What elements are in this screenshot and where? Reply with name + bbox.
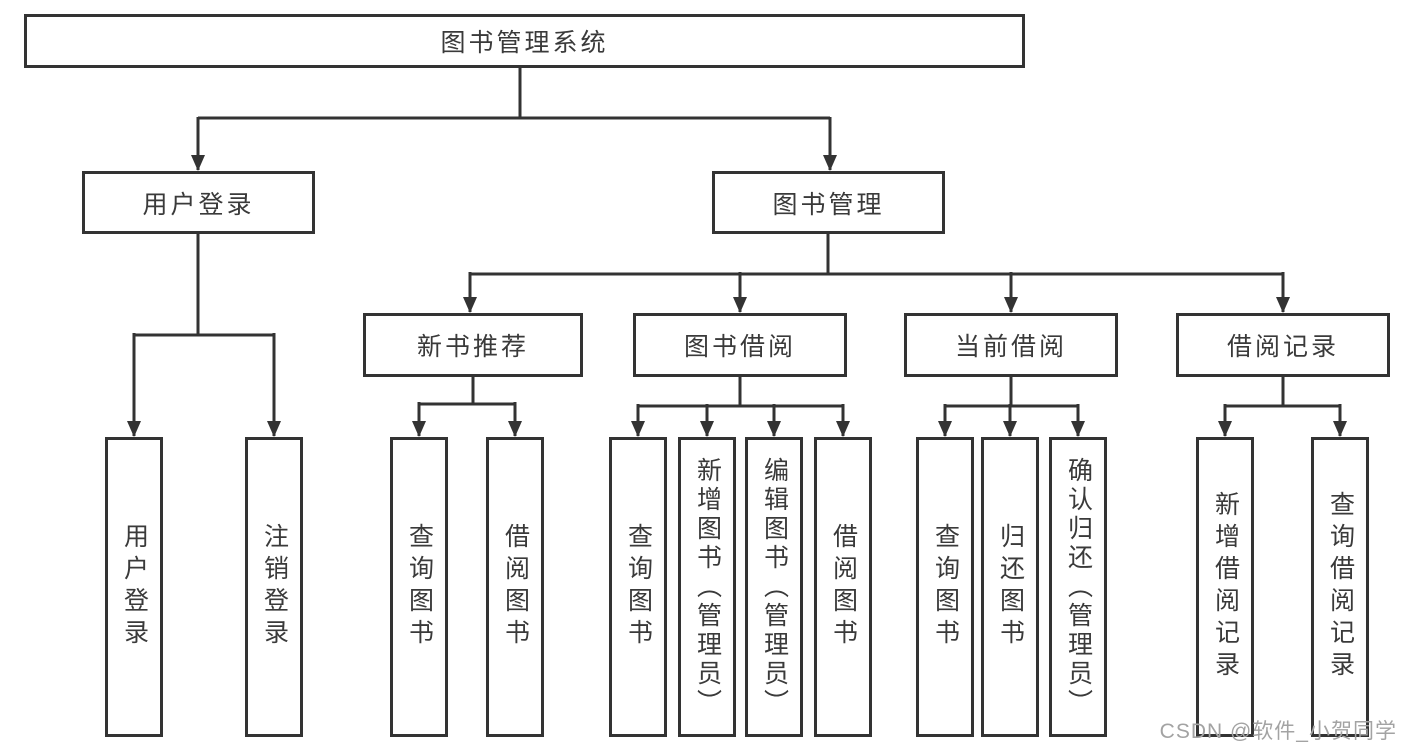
connector-user-login xyxy=(134,232,274,337)
leaf-nb-borrow-books: 借阅图书 xyxy=(486,437,544,737)
leaf-label: 编辑图书（管理员） xyxy=(760,456,789,718)
leaf-label: 查询图书 xyxy=(624,523,653,651)
node-label: 借阅记录 xyxy=(1226,333,1339,361)
node-label: 图书管理 xyxy=(772,190,885,219)
connector-new-book xyxy=(419,376,515,406)
leaf-label: 查询图书 xyxy=(405,523,434,651)
node-label: 当前借阅 xyxy=(954,333,1067,361)
leaf-user-login: 用户登录 xyxy=(105,437,163,737)
node-borrow-records: 借阅记录 xyxy=(1176,313,1390,377)
csdn-watermark: CSDN @软件_小贺同学 xyxy=(1159,720,1397,743)
leaf-logout: 注销登录 xyxy=(245,437,303,737)
node-label: 新书推荐 xyxy=(416,333,529,361)
leaf-label: 查询借阅记录 xyxy=(1326,491,1355,683)
node-current-borrow: 当前借阅 xyxy=(904,313,1118,377)
leaf-bb-add-books-admin: 新增图书（管理员） xyxy=(678,437,736,737)
leaf-bb-query-books: 查询图书 xyxy=(609,437,667,737)
leaf-label: 用户登录 xyxy=(120,523,149,651)
leaf-bb-borrow-books: 借阅图书 xyxy=(814,437,872,737)
node-label: 图书管理系统 xyxy=(440,29,609,57)
node-new-book-recommend: 新书推荐 xyxy=(363,313,583,377)
leaf-label: 注销登录 xyxy=(260,523,289,651)
node-label: 图书借阅 xyxy=(683,333,796,361)
leaf-bb-edit-books-admin: 编辑图书（管理员） xyxy=(745,437,803,737)
leaf-label: 借阅图书 xyxy=(829,523,858,651)
connector-root xyxy=(198,66,830,120)
leaf-nb-query-books: 查询图书 xyxy=(390,437,448,737)
leaf-label: 查询图书 xyxy=(931,523,960,651)
leaf-label: 新增借阅记录 xyxy=(1211,491,1240,683)
connector-borrow-records xyxy=(1225,376,1340,408)
node-user-login: 用户登录 xyxy=(82,171,315,234)
connector-book-borrow xyxy=(638,376,843,408)
connector-book-management xyxy=(470,232,1283,276)
leaf-label: 新增图书（管理员） xyxy=(693,456,722,718)
leaf-br-query-record: 查询借阅记录 xyxy=(1311,437,1369,737)
leaf-label: 借阅图书 xyxy=(501,523,530,651)
leaf-label: 归还图书 xyxy=(996,523,1025,651)
leaf-cb-query-books: 查询图书 xyxy=(916,437,974,737)
node-library-system: 图书管理系统 xyxy=(24,14,1025,68)
connector-current-borrow xyxy=(945,376,1078,408)
node-label: 用户登录 xyxy=(142,190,255,219)
leaf-cb-return-books: 归还图书 xyxy=(981,437,1039,737)
leaf-cb-confirm-return-admin: 确认归还（管理员） xyxy=(1049,437,1107,737)
leaf-br-add-record: 新增借阅记录 xyxy=(1196,437,1254,737)
leaf-label: 确认归还（管理员） xyxy=(1064,456,1093,718)
node-book-borrow: 图书借阅 xyxy=(633,313,847,377)
node-book-management: 图书管理 xyxy=(712,171,945,234)
